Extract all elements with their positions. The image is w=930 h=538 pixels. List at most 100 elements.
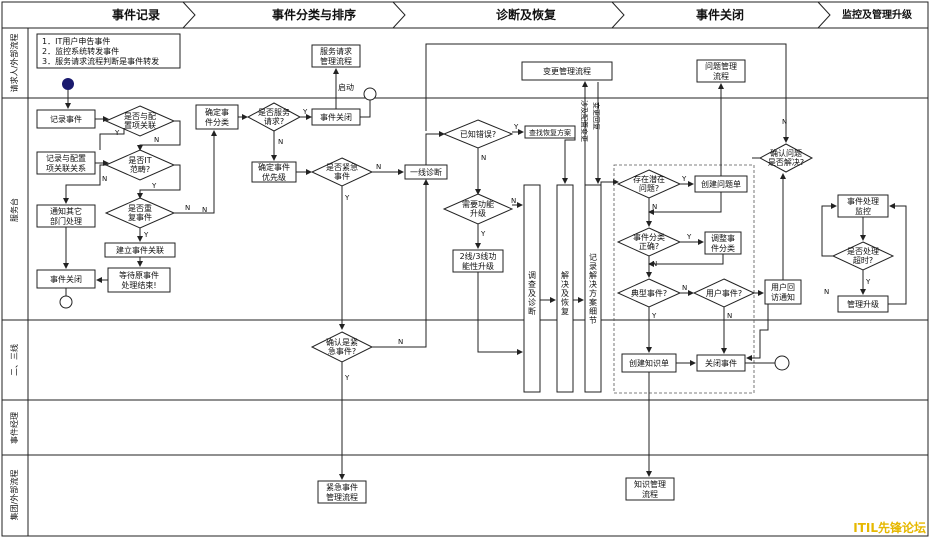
svg-text:项关联关系: 项关联关系 (46, 163, 86, 173)
svg-text:断: 断 (528, 306, 536, 316)
svg-text:N: N (154, 136, 159, 144)
svg-text:N: N (727, 312, 732, 320)
svg-text:确认是紧: 确认是紧 (326, 337, 358, 347)
source-line-3: 3．服务请求流程判断是事件转发 (42, 56, 159, 66)
svg-text:涉及配置变更: 涉及配置变更 (580, 100, 589, 142)
wait-box (107, 267, 171, 293)
decision-confirm-solved (758, 143, 814, 173)
end-node-close (774, 355, 790, 371)
svg-text:存在潜在: 存在潜在 (633, 174, 665, 184)
source-line-2: 2．监控系统转发事件 (42, 46, 119, 56)
svg-text:确定事: 确定事 (205, 107, 229, 117)
svg-text:需要功能: 需要功能 (462, 199, 494, 209)
svg-text:优先级: 优先级 (262, 172, 286, 182)
svg-text:N: N (376, 163, 381, 171)
svg-text:Y: Y (344, 374, 350, 382)
svg-text:N: N (782, 118, 787, 126)
end-node-service (363, 87, 377, 101)
svg-text:N: N (202, 206, 207, 214)
diagnose-phase: 一线诊断 N 已知错误? Y N 查找恢复方案 变更管理流程 涉及配置变更 变更… (404, 43, 787, 393)
svg-text:Y: Y (114, 129, 120, 137)
end-node-record (59, 295, 73, 309)
lane-requester: 请求人/外部流程 (9, 34, 19, 93)
svg-text:Y: Y (651, 312, 657, 320)
svg-text:复: 复 (561, 306, 569, 316)
user-callback-box (764, 279, 802, 305)
svg-text:件分类: 件分类 (205, 117, 229, 127)
svg-text:查: 查 (528, 279, 536, 289)
swimlanes: 请求人/外部流程 服务台 二、三线 事件经理 集团/外部流程 (2, 28, 928, 536)
svg-text:Y: Y (143, 231, 149, 239)
svg-text:节: 节 (589, 316, 597, 325)
svg-text:事件分类: 事件分类 (633, 232, 665, 242)
svg-text:N: N (511, 197, 516, 205)
svg-text:解: 解 (561, 270, 569, 280)
lane-tier23: 二、三线 (9, 344, 19, 376)
svg-text:决: 决 (589, 279, 597, 289)
svg-text:流程: 流程 (713, 71, 729, 81)
svg-text:细: 细 (589, 306, 597, 316)
svg-text:是否解决?: 是否解决? (768, 157, 804, 167)
svg-text:查找恢复方案: 查找恢复方案 (529, 128, 571, 137)
svg-text:关闭事件: 关闭事件 (705, 358, 737, 368)
lane-service-desk: 服务台 (9, 198, 19, 222)
svg-text:事件: 事件 (334, 171, 350, 181)
svg-text:N: N (102, 175, 107, 183)
svg-text:管理升级: 管理升级 (847, 299, 879, 309)
record-phase: 1．IT用户申告事件 2．监控系统转发事件 3．服务请求流程判断是事件转发 记录… (36, 33, 196, 309)
svg-text:问题?: 问题? (639, 184, 659, 193)
svg-text:确定事件: 确定事件 (258, 162, 290, 172)
svg-text:正确?: 正确? (639, 241, 659, 251)
change-flow-box (521, 61, 613, 81)
svg-text:管理流程: 管理流程 (320, 56, 352, 66)
problem-flow-box (696, 59, 746, 83)
lane-incident-manager: 事件经理 (9, 412, 19, 444)
svg-text:Y: Y (686, 233, 692, 241)
svg-text:Y: Y (681, 175, 687, 183)
svg-text:件分类: 件分类 (711, 243, 735, 253)
svg-text:确认问题: 确认问题 (770, 148, 802, 158)
svg-text:Y: Y (865, 278, 871, 286)
svg-text:案: 案 (589, 297, 597, 307)
determine-class-box (195, 104, 239, 130)
svg-text:记录与配置: 记录与配置 (46, 154, 86, 163)
svg-text:紧急事件: 紧急事件 (326, 482, 358, 492)
svg-text:诊: 诊 (528, 297, 536, 307)
svg-text:请求?: 请求? (264, 116, 284, 126)
emergency-flow-box (317, 480, 367, 504)
svg-text:方: 方 (589, 288, 597, 298)
svg-text:N: N (652, 203, 657, 211)
svg-text:管理流程: 管理流程 (326, 492, 358, 502)
svg-text:启动: 启动 (338, 82, 354, 92)
svg-text:记: 记 (589, 253, 597, 262)
svg-text:变更管理流程: 变更管理流程 (543, 66, 591, 76)
svg-text:访通知: 访通知 (771, 292, 795, 302)
phase-close: 事件关闭 (696, 7, 744, 22)
svg-text:复事件: 复事件 (128, 212, 152, 222)
investigate-bar (523, 184, 541, 393)
svg-text:调: 调 (528, 271, 536, 280)
phase-record: 事件记录 (112, 7, 160, 22)
svg-text:建立事件关联: 建立事件关联 (116, 245, 164, 255)
service-request-flow-box (311, 44, 361, 68)
svg-text:N: N (481, 154, 486, 162)
svg-text:服务请求: 服务请求 (320, 46, 352, 56)
svg-text:N: N (682, 284, 687, 292)
svg-text:知识管理: 知识管理 (634, 479, 666, 489)
sources-box (36, 33, 181, 69)
svg-text:录: 录 (589, 262, 597, 271)
record-solution-bar (584, 184, 602, 393)
svg-text:Y: Y (151, 182, 157, 190)
svg-text:用户事件?: 用户事件? (706, 288, 742, 298)
svg-text:超时?: 超时? (853, 255, 873, 265)
phase-diagnose: 诊断及恢复 (496, 7, 557, 22)
svg-text:N: N (824, 288, 829, 296)
svg-text:创建知识单: 创建知识单 (629, 358, 669, 368)
svg-text:事件关闭: 事件关闭 (320, 112, 352, 122)
svg-text:事件处理: 事件处理 (847, 196, 879, 206)
svg-text:是否服务: 是否服务 (258, 107, 290, 117)
svg-text:恢: 恢 (561, 297, 569, 307)
svg-text:是否处理: 是否处理 (847, 246, 879, 256)
